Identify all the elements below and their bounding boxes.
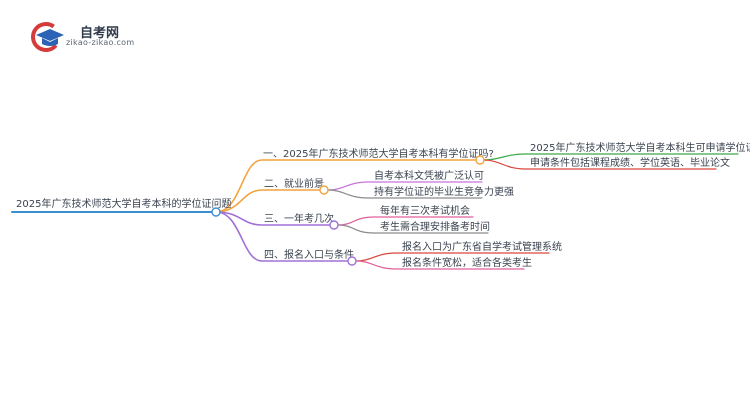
logo-subtitle: zikao-zikao.com [66,38,135,47]
branch-4-node[interactable] [347,256,357,266]
branch-3-node[interactable] [329,220,339,230]
branch-1-link [215,159,481,213]
branch-2-node[interactable] [319,185,329,195]
root-node[interactable]: 2025年广东技术师范大学自考本科的学位证问题 [16,197,231,210]
root-label: 2025年广东技术师范大学自考本科的学位证问题 [16,197,231,210]
leaf-3-2-link [337,224,489,234]
leaf-3-2-label: 考生需合理安排备考时间 [380,220,490,233]
branch-2-label: 二、就业前景 [264,177,324,190]
logo-title: 自考网 [80,26,120,41]
leaf-4-2-link [355,260,525,270]
branch-3-label: 三、一年考几次 [264,212,334,225]
leaf-4-2-label: 报名条件宽松，适合各类考生 [402,256,532,269]
branch-4-link [215,211,353,262]
leaf-2-2-link [327,189,483,199]
leaf-2-2-label: 持有学位证的毕业生竞争力更强 [374,185,514,198]
leaf-1-1-label: 2025年广东技术师范大学自考本科生可申请学位证 [530,141,750,154]
branch-1-node[interactable] [475,155,485,165]
branch-3-link [215,211,335,226]
branch-2-link [215,189,325,213]
leaf-2-1-label: 自考本科文凭被广泛认可 [374,169,484,182]
leaf-4-1-label: 报名入口为广东省自学考试管理系统 [402,240,562,253]
branch-4-label: 四、报名入口与条件 [264,248,354,261]
leaf-3-1-label: 每年有三次考试机会 [380,204,470,217]
leaf-1-2-link [483,159,717,170]
leaf-1-2-label: 申请条件包括课程成绩、学位英语、毕业论文 [530,156,730,169]
graduation-cap-icon [31,22,64,52]
root-node-dot[interactable] [211,207,221,217]
site-logo[interactable] [26,20,146,54]
branch-1-label: 一、2025年广东技术师范大学自考本科有学位证吗? [263,147,494,160]
